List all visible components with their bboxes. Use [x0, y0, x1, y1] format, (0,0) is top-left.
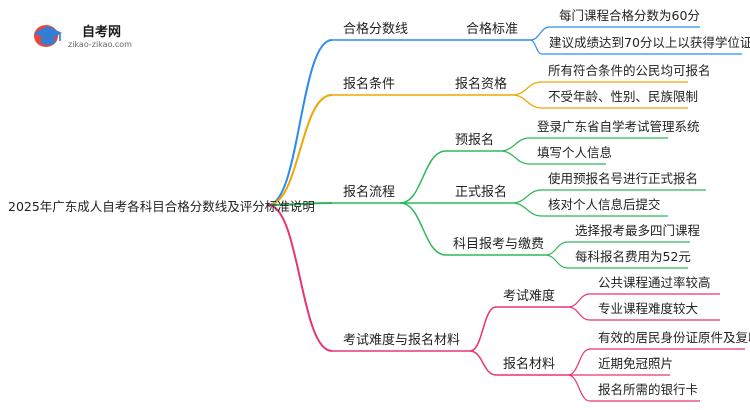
- connector-lines: [267, 26, 745, 402]
- sub-connector: [469, 306, 497, 352]
- branch-label-difficulty-and-materials: 考试难度与报名材料: [343, 332, 460, 348]
- logo-url: zikao-zikao.com: [68, 40, 132, 49]
- leaf-connector: [511, 202, 543, 217]
- branch-label-registration-conditions: 报名条件: [343, 76, 395, 92]
- leaf-label: 有效的居民身份证原件及复印件: [598, 330, 750, 345]
- sub-connector: [469, 350, 497, 376]
- sub-connector: [399, 150, 447, 204]
- leaf-connector: [511, 81, 543, 96]
- sub-label-formal-registration: 正式报名: [455, 184, 507, 200]
- logo-name: 自考网: [82, 24, 121, 40]
- leaf-connector: [544, 254, 569, 269]
- leaf-connector: [529, 26, 551, 41]
- leaf-label: 报名所需的银行卡: [598, 382, 698, 397]
- leaf-label: 每科报名费用为52元: [575, 249, 691, 264]
- branch-label-registration-process: 报名流程: [343, 184, 395, 200]
- leaf-connector: [567, 306, 591, 321]
- leaf-connector: [511, 189, 543, 204]
- leaf-connector: [567, 293, 591, 308]
- site-logo: 自考网 zikao-zikao.com: [34, 24, 132, 49]
- branch-connector: [267, 94, 333, 206]
- sub-label-eligibility: 报名资格: [455, 76, 507, 92]
- leaf-connector: [567, 348, 591, 376]
- leaf-connector: [544, 241, 569, 256]
- branch-connector: [267, 202, 333, 206]
- sub-connector: [399, 202, 447, 256]
- branch-label-passing-score: 合格分数线: [343, 21, 408, 37]
- leaf-label: 近期免冠照片: [598, 356, 673, 371]
- sub-label-subject-and-payment: 科目报考与缴费: [453, 237, 544, 252]
- leaf-label: 每门课程合格分数为60分: [559, 8, 700, 23]
- leaf-label: 登录广东省自学考试管理系统: [537, 119, 700, 134]
- leaf-label: 选择报考最多四门课程: [575, 223, 701, 238]
- root-node-label: 2025年广东成人自考各科目合格分数线及评分标准说明: [8, 199, 315, 214]
- leaf-connector: [529, 39, 543, 55]
- sub-label-exam-difficulty: 考试难度: [503, 288, 555, 304]
- leaf-connector: [511, 94, 543, 109]
- leaf-label: 使用预报名号进行正式报名: [548, 171, 698, 186]
- leaf-label: 专业课程难度较大: [598, 301, 698, 316]
- leaf-label: 公共课程通过率较高: [598, 275, 711, 290]
- sub-label-passing-standard: 合格标准: [466, 21, 518, 37]
- leaf-label: 不受年龄、性别、民族限制: [548, 89, 698, 104]
- leaf-connector: [499, 150, 531, 165]
- leaf-label: 所有符合条件的公民均可报名: [548, 63, 711, 78]
- sub-label-pre-registration: 预报名: [455, 132, 494, 148]
- graduation-cap-icon: [34, 25, 62, 47]
- branch-connector: [267, 204, 333, 352]
- leaf-connector: [567, 374, 591, 402]
- leaf-label: 填写个人信息: [537, 145, 612, 160]
- branch-connector: [267, 39, 333, 206]
- leaf-connector: [499, 137, 531, 152]
- sub-label-registration-materials: 报名材料: [503, 356, 555, 372]
- leaf-label: 核对个人信息后提交: [548, 197, 661, 212]
- leaf-label: 建议成绩达到70分以上以获得学位证书: [549, 35, 750, 50]
